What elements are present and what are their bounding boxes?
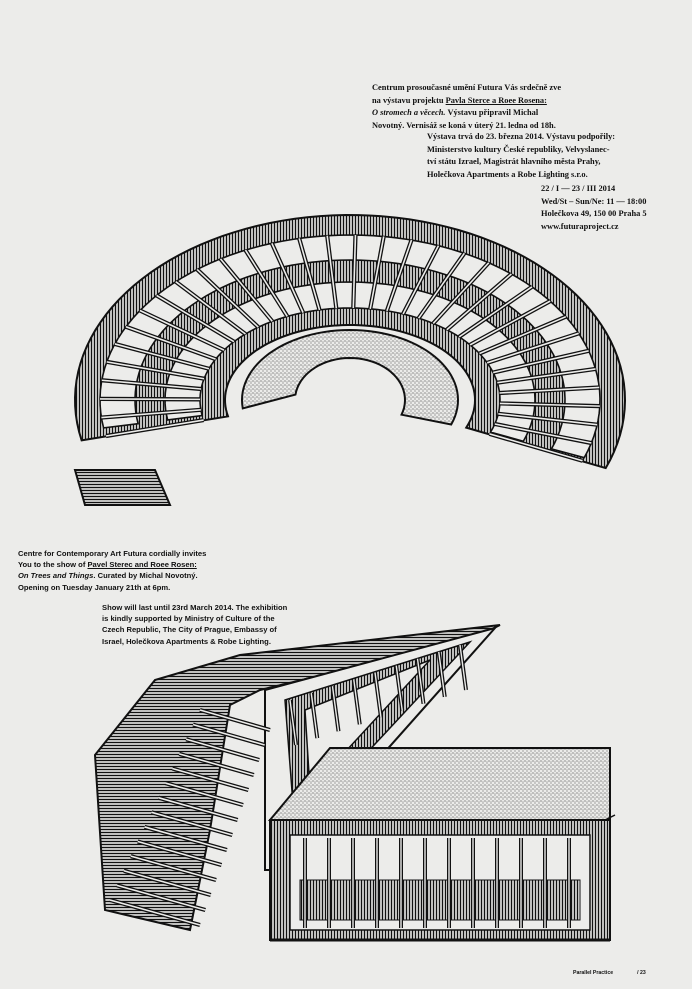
section-title: Parallel Practice [573, 970, 614, 976]
exhibition-dates: 22 / I — 23 / III 2014 [541, 184, 616, 193]
page-number: / 23 [637, 970, 646, 976]
opening-hours: Wed/St – Sun/Ne: 11 — 18:00 [541, 196, 647, 206]
cz-invite-line: O stromech a věcech. Výstavu připravil M… [372, 108, 539, 118]
artists-link-en: Pavel Sterec and Roee Rosen: [87, 560, 197, 570]
artists-link-cz: Pavla Sterce a Roee Rosena: [445, 95, 547, 105]
cz-invite-line: Novotný. Vernisáž se koná v úterý 21. le… [372, 120, 556, 130]
address: Holečkova 49, 150 00 Praha 5 [541, 209, 647, 219]
spiral-staircase [73, 214, 626, 506]
czech-support: Výstava trvá do 23. března 2014. Výstavu… [427, 132, 616, 179]
english-invitation: Centre for Contemporary Art Futura cordi… [18, 549, 207, 592]
cz-invite-line: na výstavu projektu Pavla Sterce a Roee … [372, 95, 547, 105]
english-support: Show will last until 23rd March 2014. Th… [102, 603, 288, 646]
czech-invitation: Centrum prosoučasné umění Futura Vás srd… [372, 82, 587, 132]
website-url: www.futuraproject.cz [541, 221, 619, 231]
page-footer: Parallel Practice / 23 [573, 970, 670, 976]
bottom-box [267, 747, 616, 942]
exhibition-info: 22 / I — 23 / III 2014 Wed/St – Sun/Ne: … [541, 183, 671, 233]
cz-invite-line: Centrum prosoučasné umění Futura Vás srd… [372, 83, 562, 92]
